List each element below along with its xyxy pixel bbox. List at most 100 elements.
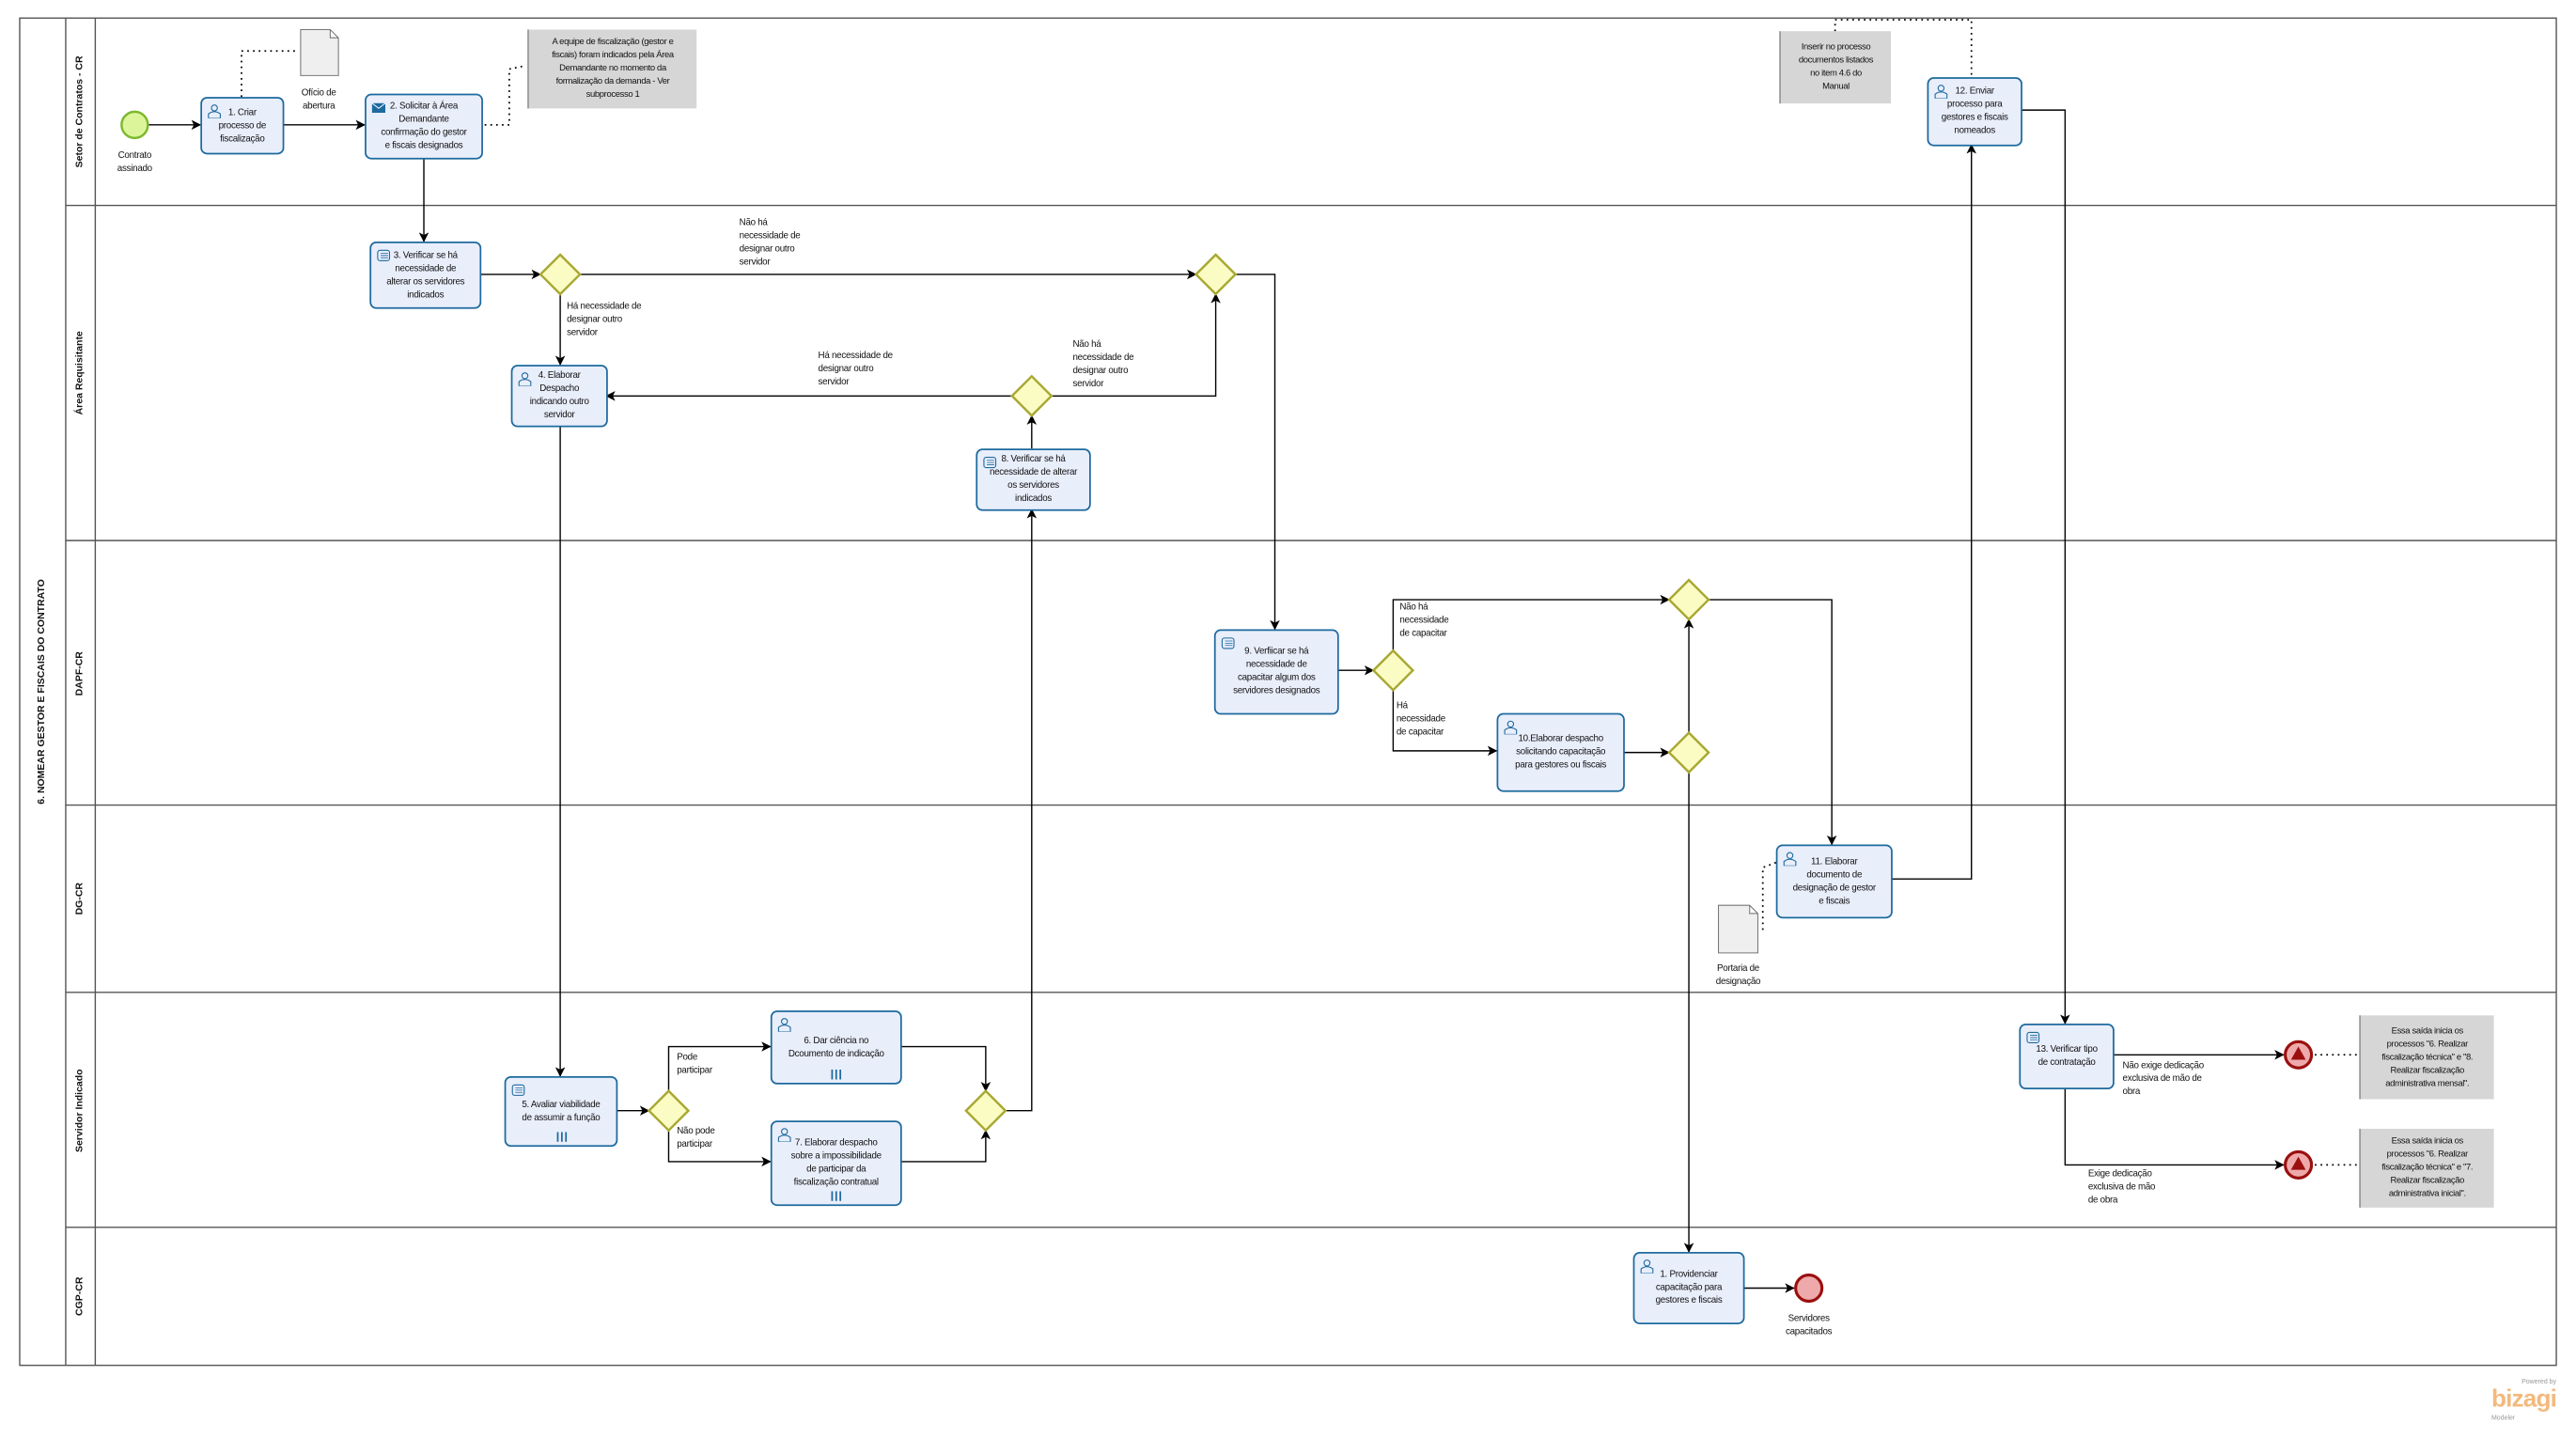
exclusive-gateway[interactable] <box>964 1089 1007 1132</box>
end-event[interactable] <box>1794 1273 1824 1304</box>
task-label: 2. Solicitar à Área Demandante confirmaç… <box>381 102 467 151</box>
association-t12-note <box>1834 19 1973 78</box>
flow-g7-t7[interactable] <box>667 1130 772 1167</box>
task-label: 13. Verificar tipo de contratação <box>2036 1044 2098 1069</box>
flow-label: Não exige dedicação exclusiva de mão de … <box>2122 1061 2205 1098</box>
task-label: 5. Avaliar viabilidade de assumir a funç… <box>522 1100 601 1123</box>
exclusive-gateway[interactable] <box>1667 731 1710 774</box>
multi-instance-icon <box>831 1070 842 1080</box>
flow-g7-t6[interactable] <box>667 1041 772 1091</box>
script-icon <box>1221 637 1235 649</box>
user-icon <box>1640 1259 1654 1274</box>
script-icon <box>377 249 391 261</box>
task-6-dar-ciencia[interactable]: 6. Dar ciência no Dcoumento de indicação <box>770 1010 902 1085</box>
task-label: 12. Enviar processo para gestores e fisc… <box>1941 86 2008 137</box>
exclusive-gateway[interactable] <box>648 1089 690 1132</box>
brand-name: bizagi <box>2490 1384 2557 1414</box>
document-label: Ofício de abertura <box>301 88 336 112</box>
flow-g4-t10[interactable] <box>1392 690 1498 757</box>
flow-g8-t8[interactable] <box>1005 508 1038 1112</box>
task-2-solicitar-area[interactable]: 2. Solicitar à Área Demandante confirmaç… <box>365 93 483 160</box>
user-icon <box>208 104 221 118</box>
document-label: Portaria de designação <box>1715 964 1761 988</box>
task-5-avaliar-viabilidade[interactable]: 5. Avaliar viabilidade de assumir a funç… <box>504 1076 618 1148</box>
task-9-verificar-capacitacao[interactable]: 9. Verfiicar se há necessidade de capaci… <box>1213 629 1339 715</box>
user-icon <box>518 372 532 386</box>
flow-label: Não pode participar <box>677 1127 715 1150</box>
end-event-label: Servidores capacitados <box>1785 1314 1833 1337</box>
flow-label: Não há necessidade de designar outro ser… <box>1072 339 1134 390</box>
user-icon <box>1934 85 1948 99</box>
annotation: Inserir no processo documentos listados … <box>1779 31 1892 104</box>
exclusive-gateway[interactable] <box>1010 375 1054 417</box>
task-3-verificar[interactable]: 3. Verificar se há necessidade de altera… <box>369 241 482 309</box>
script-icon <box>983 457 997 469</box>
lane-cgp: CGP-CR <box>75 1276 86 1316</box>
task-cgp-providenciar-capacitacao[interactable]: 1. Providenciar capacitação para gestore… <box>1632 1252 1745 1324</box>
flow-t13-end2[interactable] <box>2064 1087 2285 1170</box>
lane-servidor-indicado: Servidor Indicado <box>75 1069 86 1153</box>
flow-g3-g2[interactable] <box>1051 293 1221 397</box>
start-event[interactable] <box>120 110 149 140</box>
exclusive-gateway[interactable] <box>1667 578 1710 621</box>
multi-instance-icon <box>831 1191 842 1201</box>
association-t2-note <box>484 65 526 126</box>
exclusive-gateway[interactable] <box>1194 253 1237 296</box>
user-icon <box>1783 852 1797 867</box>
exclusive-gateway[interactable] <box>539 253 582 296</box>
signal-end-event[interactable] <box>2284 1149 2314 1180</box>
product-name: Modeler <box>2490 1413 2516 1422</box>
pool <box>19 17 2557 1367</box>
flow-t7-g8[interactable] <box>899 1129 991 1163</box>
task-1-criar-processo[interactable]: 1. Criar processo de fiscalização <box>200 97 285 155</box>
pool-title: 6. NOMEAR GESTOR E FISCAIS DO CONTRATO <box>38 579 48 805</box>
document-icon[interactable] <box>1717 904 1758 954</box>
user-icon <box>1504 720 1518 735</box>
start-event-label: Contrato assinado <box>117 150 152 175</box>
exclusive-gateway[interactable] <box>1372 649 1414 692</box>
task-label: 4. Elaborar Despacho indicando outro ser… <box>529 371 589 421</box>
task-10-elaborar-despacho-capacitacao[interactable]: 10.Elaborar despacho solicitando capacit… <box>1496 712 1625 792</box>
flow-t11-t12[interactable] <box>1891 143 1976 880</box>
task-11-elaborar-documento[interactable]: 11. Elaborar documento de designação de … <box>1775 844 1893 919</box>
user-icon <box>777 1128 791 1142</box>
task-8-verificar[interactable]: 8. Verificar se há necessidade de altera… <box>976 448 1091 511</box>
task-label: 3. Verificar se há necessidade de altera… <box>386 250 465 301</box>
flow-label: Há necessidade de designar outro servido… <box>818 352 894 388</box>
document-icon[interactable] <box>300 28 339 76</box>
flow-g5-t11[interactable] <box>1709 599 1837 846</box>
task-label: 1. Providenciar capacitação para gestore… <box>1655 1270 1723 1306</box>
lane-setor-contratos: Setor de Contratos - CR <box>75 55 86 168</box>
task-label: 8. Verificar se há necessidade de altera… <box>989 455 1078 505</box>
flow-t6-g8[interactable] <box>899 1045 991 1092</box>
signal-icon <box>2290 1156 2306 1170</box>
task-12-enviar-processo[interactable]: 12. Enviar processo para gestores e fisc… <box>1927 77 2022 147</box>
task-4-elaborar-despacho[interactable]: 4. Elaborar Despacho indicando outro ser… <box>510 365 608 428</box>
flow-label: Pode participar <box>677 1053 712 1077</box>
script-icon <box>2026 1031 2040 1043</box>
signal-icon <box>2290 1046 2306 1060</box>
flow-label: Há necessidade de designar outro servido… <box>567 302 642 339</box>
flow-g2-t9[interactable] <box>1235 274 1280 631</box>
flow-label: Há necessidade de capacitar <box>1396 701 1445 738</box>
flow-g4-g5[interactable] <box>1392 594 1670 651</box>
script-icon <box>511 1084 525 1096</box>
annotation: A equipe de fiscalização (gestor e fisca… <box>527 29 697 109</box>
annotation: Essa saída inicia os processos "6. Reali… <box>2359 1128 2494 1208</box>
bizagi-logo: Powered by bizagi Modeler <box>2490 1376 2557 1422</box>
flow-label: Exige dedicação exclusiva de mão de obra <box>2087 1169 2156 1207</box>
signal-end-event[interactable] <box>2284 1040 2314 1070</box>
lane-dg: DG-CR <box>75 883 86 915</box>
task-label: 11. Elaborar documento de designação de … <box>1792 856 1877 907</box>
annotation: Essa saída inicia os processos "6. Reali… <box>2359 1015 2494 1100</box>
flow-t12-t13[interactable] <box>2021 109 2070 1024</box>
association-t11-portaria <box>1761 861 1777 930</box>
task-13-verificar-tipo[interactable]: 13. Verificar tipo de contratação <box>2019 1024 2115 1089</box>
powered-by-text: Powered by <box>2521 1376 2557 1385</box>
user-icon <box>777 1018 791 1032</box>
task-label: 6. Dar ciência no Dcoumento de indicação <box>788 1036 884 1059</box>
task-7-elaborar-despacho-impossibilidade[interactable]: 7. Elaborar despacho sobre a impossibili… <box>770 1120 902 1207</box>
lane-dapf: DAPF-CR <box>75 651 86 696</box>
